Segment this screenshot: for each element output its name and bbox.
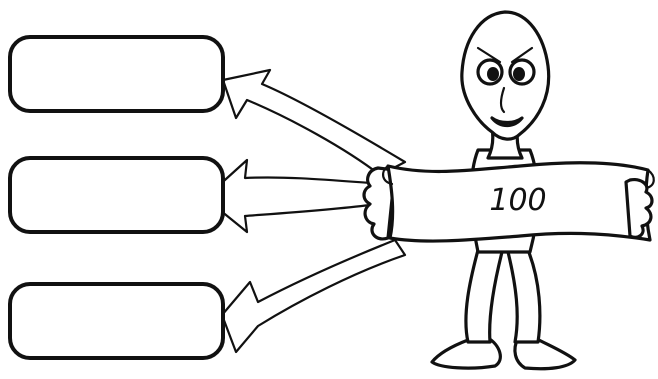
alien-character: 100 (364, 12, 654, 369)
answer-box-3[interactable] (10, 284, 223, 358)
arrow-to-box-3 (222, 240, 405, 352)
answer-box-2[interactable] (10, 158, 223, 232)
alien-left-pupil (487, 67, 499, 81)
alien-head (462, 12, 549, 139)
sign-number: 100 (489, 183, 546, 218)
alien-left-leg (466, 250, 502, 342)
arrow-to-box-1 (223, 70, 405, 175)
alien-right-pupil (513, 67, 525, 81)
answer-box-1[interactable] (10, 37, 223, 111)
alien-right-leg (508, 250, 540, 342)
arrow-to-box-2 (205, 160, 370, 232)
answer-boxes (10, 37, 223, 358)
